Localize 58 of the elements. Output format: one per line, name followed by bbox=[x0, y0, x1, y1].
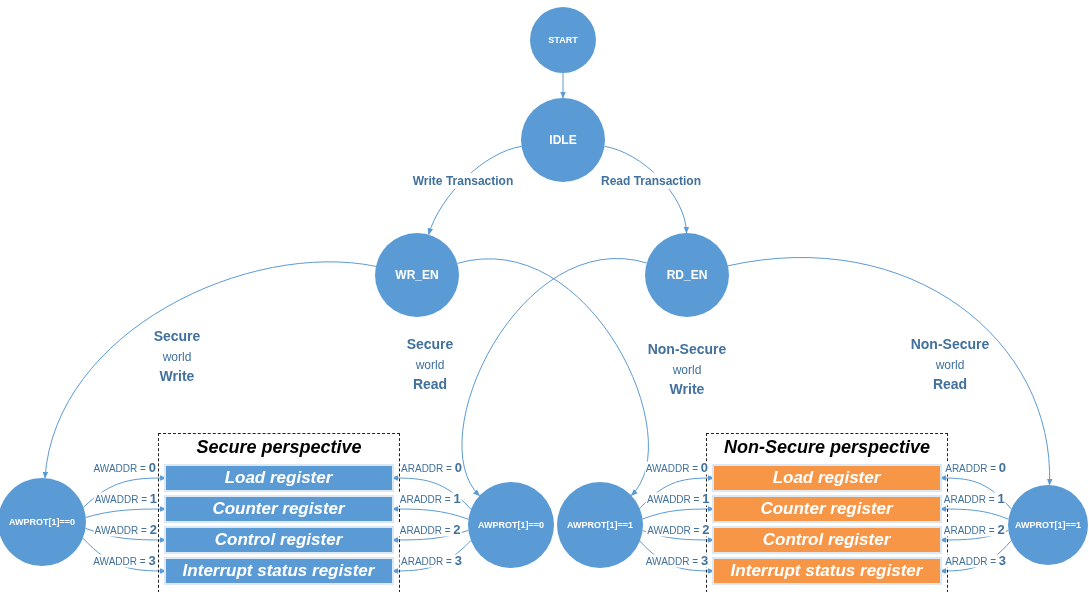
arrow bbox=[939, 506, 1009, 520]
edge-label: AWADDR = 2 bbox=[646, 523, 711, 537]
edge-label: Write Transaction bbox=[410, 172, 516, 190]
state-label: AWPROT[1]==0 bbox=[478, 520, 544, 530]
arrow bbox=[642, 506, 715, 520]
register-label: Control register bbox=[214, 529, 343, 550]
edge-label: Read Transaction bbox=[599, 172, 703, 190]
state-label: AWPROT[1]==0 bbox=[9, 517, 75, 527]
edge-label: ARADDR = 2 bbox=[398, 523, 462, 537]
edge-label: ARADDR = 3 bbox=[944, 554, 1007, 568]
register-label: Counter register bbox=[760, 498, 893, 519]
edge-label: AWADDR = 1 bbox=[93, 492, 159, 506]
register-box bbox=[713, 558, 940, 583]
register-label: Load register bbox=[772, 467, 881, 488]
register-box bbox=[165, 527, 392, 552]
edge-label: AWADDR = 0 bbox=[644, 461, 710, 475]
edge-label: AWADDR = 1 bbox=[646, 492, 711, 506]
register-box bbox=[165, 465, 392, 490]
edge-label: AWADDR = 0 bbox=[92, 461, 157, 475]
group-title: Non-Secure perspective bbox=[722, 437, 932, 458]
register-box bbox=[165, 558, 392, 583]
register-label: Interrupt status register bbox=[182, 560, 375, 581]
arrow bbox=[43, 261, 377, 479]
arrow bbox=[82, 475, 167, 508]
arrow bbox=[391, 506, 469, 520]
edge-label: AWADDR = 3 bbox=[644, 554, 710, 568]
edge-label: ARADDR = 0 bbox=[400, 461, 463, 475]
edge-label: AWADDR = 3 bbox=[92, 554, 157, 568]
arrow bbox=[85, 506, 167, 518]
edge-label: Secure world Read bbox=[406, 335, 454, 395]
register-box bbox=[713, 465, 940, 490]
state-label: WR_EN bbox=[395, 268, 439, 282]
state-label: AWPROT[1]==1 bbox=[567, 520, 633, 530]
edge-label: ARADDR = 1 bbox=[398, 492, 462, 506]
register-label: Counter register bbox=[212, 498, 345, 519]
register-box bbox=[713, 496, 940, 521]
register-box bbox=[713, 527, 940, 552]
state-label: RD_EN bbox=[666, 268, 708, 282]
edge-label: Non-Secure world Write bbox=[647, 340, 727, 400]
arrow bbox=[391, 475, 472, 510]
state-label: START bbox=[548, 35, 578, 45]
group-title: Secure perspective bbox=[195, 437, 363, 458]
arrow bbox=[560, 72, 566, 99]
edge-label: Secure world Write bbox=[153, 327, 201, 387]
register-label: Load register bbox=[224, 467, 333, 488]
edge-label: ARADDR = 3 bbox=[400, 554, 463, 568]
edge-label: AWADDR = 2 bbox=[93, 523, 158, 537]
state-label: IDLE bbox=[549, 133, 577, 147]
register-label: Interrupt status register bbox=[730, 560, 923, 581]
arrow bbox=[727, 257, 1052, 486]
group-frame bbox=[158, 433, 400, 592]
edge-label: ARADDR = 0 bbox=[944, 461, 1008, 475]
register-box bbox=[165, 496, 392, 521]
edge-label: ARADDR = 1 bbox=[942, 492, 1006, 506]
edge-label: ARADDR = 2 bbox=[942, 523, 1006, 537]
state-label: AWPROT[1]==1 bbox=[1015, 520, 1081, 530]
register-label: Control register bbox=[762, 529, 891, 550]
edge-label: Non-Secure world Read bbox=[910, 335, 990, 395]
